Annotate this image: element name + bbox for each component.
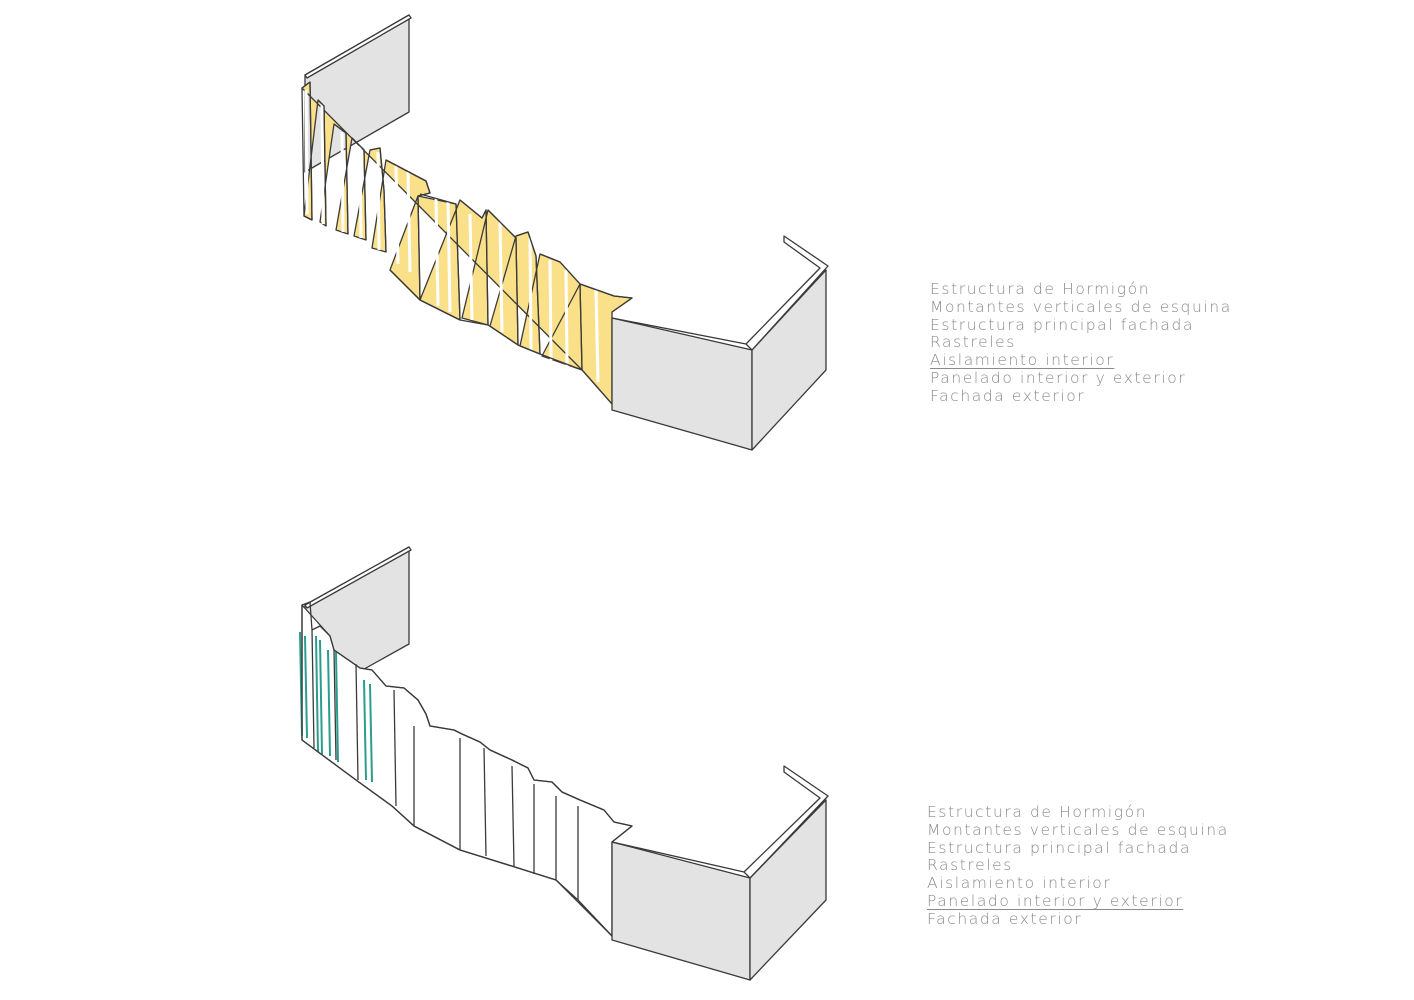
legend-item: Estructura de Hormigón <box>927 803 1148 821</box>
legend-item: Fachada exterior <box>930 386 1086 405</box>
legend-top: Estructura de Hormigón Montantes vertica… <box>930 280 1232 406</box>
legend-item: Estructura de Hormigón <box>930 280 1151 298</box>
legend-bottom: Estructura de Hormigón Montantes vertica… <box>927 803 1229 929</box>
legend-item: Estructura principal fachada <box>927 838 1192 857</box>
legend-item: Panelado interior y exterior <box>930 368 1187 387</box>
legend-item: Aislamiento interior <box>927 874 1112 893</box>
legend-item-highlighted: Aislamiento interior <box>930 351 1115 370</box>
legend-item-highlighted: Panelado interior y exterior <box>927 891 1184 910</box>
insulation-axonometric <box>300 13 830 452</box>
legend-item: Rastreles <box>930 333 1016 352</box>
legend-item: Montantes verticales de esquina <box>930 297 1232 316</box>
legend-item: Estructura principal fachada <box>930 315 1195 334</box>
legend-item: Rastreles <box>927 856 1013 875</box>
panelling-axonometric <box>299 546 829 981</box>
legend-item: Fachada exterior <box>927 909 1083 928</box>
legend-item: Montantes verticales de esquina <box>927 820 1229 839</box>
